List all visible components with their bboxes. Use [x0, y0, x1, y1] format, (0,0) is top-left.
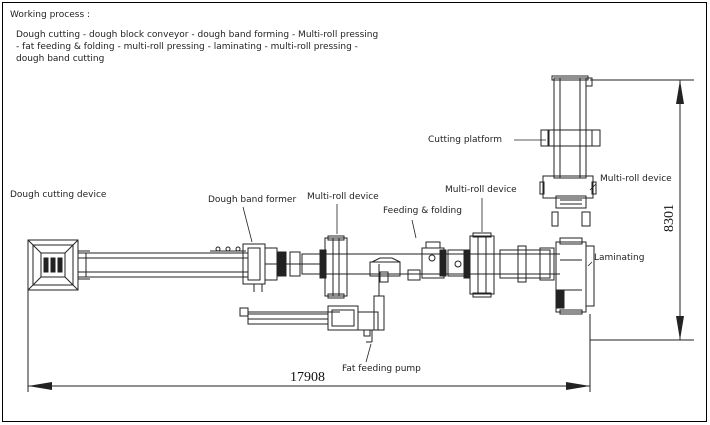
dimension-horizontal: 17908 [290, 370, 325, 385]
feeding-folding-shape [369, 241, 469, 283]
label-dough-band-former: Dough band former [208, 195, 297, 205]
post-roll-conveyor-shape [499, 245, 555, 283]
multi-roll-device-2-shape [463, 232, 495, 298]
fat-feeding-pump-shape [239, 264, 385, 343]
multi-roll-device-3-shape [539, 175, 597, 209]
dough-band-former-shape [242, 243, 325, 292]
cutting-platform-shape [540, 75, 601, 179]
process-line-3: dough band cutting [16, 54, 105, 64]
label-cutting-platform: Cutting platform [428, 135, 503, 145]
process-line-2: - fat feeding & folding - multi-roll pre… [16, 42, 358, 52]
dimension-vertical: 8301 [662, 204, 677, 232]
leader-lines [242, 139, 597, 363]
label-multi-roll-device-2: Multi-roll device [445, 185, 517, 195]
label-feeding-folding: Feeding & folding [383, 206, 462, 216]
process-title: Working process : [10, 10, 91, 20]
dimension-lines [27, 79, 694, 392]
multi-roll-device-1-shape [319, 235, 348, 299]
dough-cutting-device-shape [27, 239, 79, 291]
label-dough-cutting-device: Dough cutting device [10, 190, 107, 200]
label-fat-feeding-pump: Fat feeding pump [342, 364, 421, 374]
label-multi-roll-device-1: Multi-roll device [307, 192, 379, 202]
process-line-1: Dough cutting - dough block conveyor - d… [16, 30, 379, 40]
dimension-arrows [28, 80, 684, 390]
label-multi-roll-device-3: Multi-roll device [600, 174, 672, 184]
laminating-shape [551, 211, 595, 315]
dough-block-conveyor-shape [77, 246, 249, 280]
label-laminating: Laminating [594, 253, 645, 263]
process-description: Dough cutting - dough block conveyor - d… [16, 30, 378, 66]
